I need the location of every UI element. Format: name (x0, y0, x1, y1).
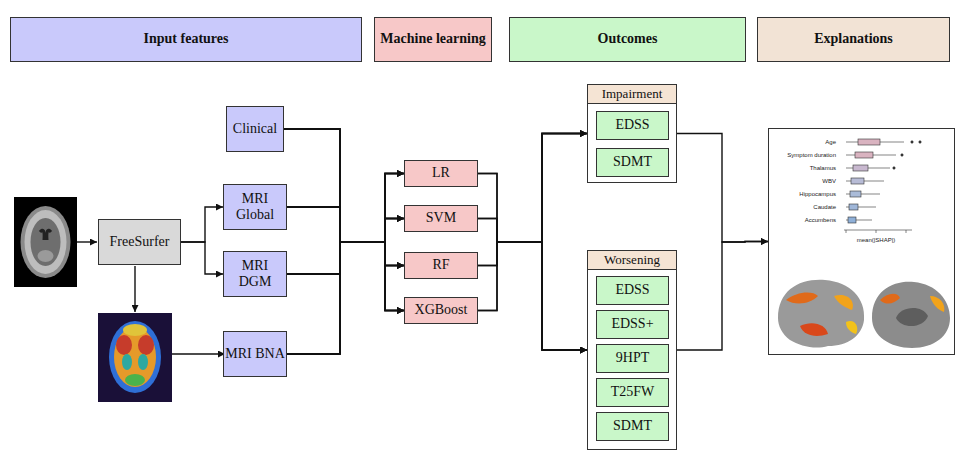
connector (478, 242, 587, 350)
model-box: XGBoost (404, 297, 478, 324)
connector (284, 129, 404, 311)
feature-label: WBV (774, 177, 836, 185)
outcome-box: SDMT (596, 412, 669, 441)
connector (478, 134, 587, 266)
connector (181, 242, 223, 274)
connector (287, 207, 404, 242)
outcome-box: EDSS (596, 276, 669, 305)
node-label: MRI BNA (225, 346, 285, 362)
connector (287, 242, 404, 354)
outcome-box: EDSS+ (596, 310, 669, 339)
connector (287, 174, 404, 243)
section-header: Input features (10, 17, 362, 62)
connector (287, 242, 404, 311)
connector (287, 207, 404, 266)
explanation-panel: AgeSymptom durationThalamusWBV Hippocampu… (768, 128, 955, 355)
input-box: MRI Global (223, 184, 287, 230)
node-label: XGBoost (415, 302, 468, 318)
process-box: FreeSurfer (98, 219, 181, 265)
feature-label: mean(|SHAP|) (846, 236, 906, 244)
node-label: EDSS+ (611, 316, 653, 332)
node-label: Clinical (233, 121, 277, 137)
node-label: Outcomes (598, 31, 658, 47)
connector (478, 134, 587, 243)
connector (284, 129, 404, 242)
connector (287, 174, 404, 355)
feature-label: Hippocampus (774, 190, 836, 198)
node-label: Machine learning (380, 31, 485, 47)
connector (287, 207, 404, 311)
connector (478, 242, 587, 350)
node-label: MRI Global (224, 191, 286, 223)
node-label: FreeSurfer (110, 234, 170, 250)
node-label: SVM (426, 210, 456, 226)
node-label: MRI DGM (224, 258, 286, 290)
outcome-box: 9HPT (596, 344, 669, 373)
connector (284, 129, 404, 242)
feature-label: Accumbens (774, 216, 836, 224)
node-label: SDMT (613, 154, 652, 170)
node-label: EDSS (615, 282, 649, 298)
connector (478, 134, 587, 311)
mri-image (14, 197, 77, 287)
section-header: Explanations (757, 17, 950, 62)
input-box: Clinical (226, 106, 284, 152)
connector (677, 242, 768, 351)
connector (287, 242, 404, 274)
node-label: Worsening (588, 251, 676, 270)
feature-label: Caudate (774, 203, 836, 211)
outcome-group: WorseningEDSS EDSS+ 9HPT T25FW SDMT (587, 250, 677, 450)
connector (287, 219, 404, 355)
model-box: SVM (404, 205, 478, 232)
model-box: LR (404, 160, 478, 187)
section-header: Outcomes (509, 17, 746, 62)
feature-label: Age (774, 138, 836, 146)
feature-label: Thalamus (774, 164, 836, 172)
node-label: Impairment (588, 85, 676, 104)
feature-label: Symptom duration (774, 151, 836, 159)
node-label: 9HPT (616, 350, 649, 366)
connector (287, 242, 404, 354)
connector (181, 207, 223, 242)
connector (287, 174, 404, 275)
node-label: EDSS (615, 117, 649, 133)
connector (478, 174, 587, 351)
section-header: Machine learning (374, 17, 492, 62)
node-label: RF (432, 257, 449, 273)
node-label: T25FW (611, 384, 655, 400)
node-label: Input features (144, 31, 229, 47)
brain-surface (778, 280, 950, 348)
node-label: Explanations (814, 31, 893, 47)
node-label: LR (432, 165, 450, 181)
connector (284, 129, 404, 266)
outcome-box: EDSS (596, 111, 669, 140)
model-box: RF (404, 252, 478, 279)
connector (478, 219, 587, 351)
input-box: MRI BNA (223, 331, 287, 377)
connector (478, 134, 587, 243)
outcome-box: SDMT (596, 148, 669, 177)
node-label: SDMT (613, 418, 652, 434)
parcellation-image (98, 313, 172, 402)
outcome-group: ImpairmentEDSS SDMT (587, 84, 677, 183)
shap-boxplot (844, 139, 921, 233)
outcome-box: T25FW (596, 378, 669, 407)
connector (677, 134, 768, 243)
input-box: MRI DGM (223, 251, 287, 297)
